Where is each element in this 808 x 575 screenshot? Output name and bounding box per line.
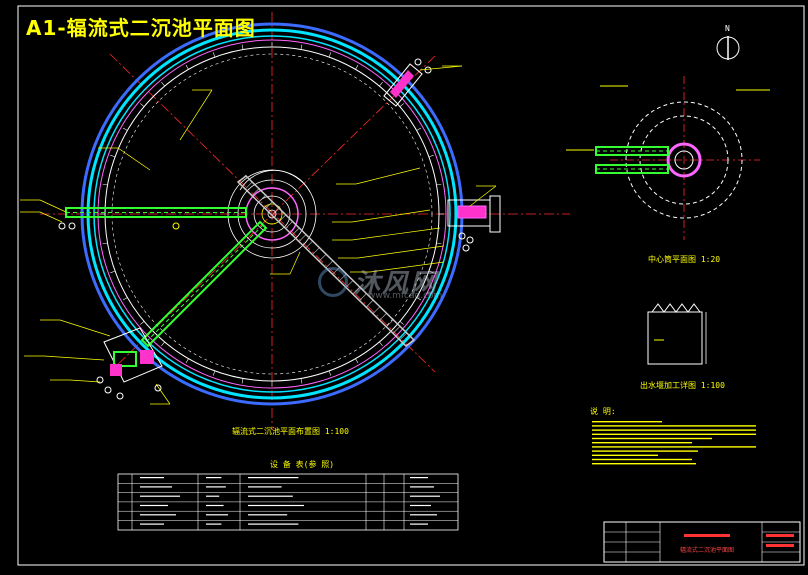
- effluent-channel-inner: [93, 35, 451, 393]
- leader-callouts: [20, 65, 497, 405]
- equipment-table-heading: 设 备 表(参 照): [270, 460, 335, 469]
- sludge-pipe: [140, 220, 268, 348]
- weir-detail: [647, 303, 707, 365]
- ring-tick-marks: [100, 42, 444, 386]
- north-label: N: [725, 24, 730, 33]
- weir-detail-caption: 出水堰加工详图 1:100: [640, 381, 725, 390]
- notes-block: [592, 421, 756, 465]
- southwest-sludge-assembly: [96, 327, 163, 400]
- north-arrow: [716, 36, 740, 60]
- scraper-bridge: [236, 174, 416, 347]
- center-well-caption: 中心筒平面图 1:20: [648, 255, 721, 264]
- title-block-drawing-name: 辐流式二沉池平面图: [680, 547, 735, 554]
- influent-fittings: [58, 222, 180, 230]
- northeast-outlet-assembly: [383, 58, 432, 107]
- weir-line: [97, 39, 447, 389]
- center-well-plan: [566, 76, 770, 240]
- main-clarifier-plan: [20, 12, 570, 430]
- title-block: [603, 521, 801, 563]
- influent-pipe: [65, 207, 247, 218]
- effluent-channel-outer: [86, 28, 458, 400]
- sheet-border: [17, 5, 805, 566]
- east-outlet-assembly: [447, 195, 501, 252]
- main-plan-caption: 辐流式二沉池平面布置图 1:100: [232, 427, 349, 436]
- equipment-table: [117, 473, 459, 531]
- notes-heading: 说 明:: [590, 407, 616, 416]
- drawing-title: A1-辐流式二沉池平面图: [26, 16, 256, 40]
